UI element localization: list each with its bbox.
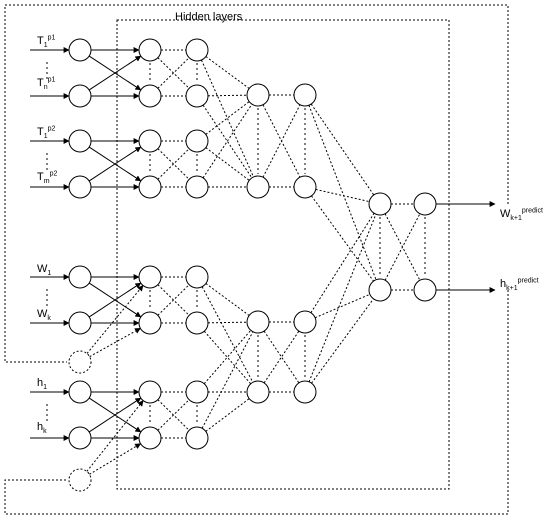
connection (157, 57, 190, 89)
connection (157, 148, 190, 180)
hidden-node (185, 426, 209, 450)
connection (315, 188, 370, 203)
connection (88, 146, 142, 182)
input-label-w1: W1 (37, 263, 52, 278)
feedback-node (68, 468, 92, 492)
connection (202, 104, 253, 179)
input-node (68, 84, 92, 108)
connection (207, 94, 248, 97)
connection (201, 331, 254, 429)
input-node (68, 129, 92, 153)
hidden-node (138, 265, 162, 289)
connection (310, 213, 375, 313)
input-node (68, 265, 92, 289)
input-node (68, 426, 92, 450)
hidden-node (138, 84, 162, 108)
connection (308, 105, 377, 280)
feedback-loop-top (4, 4, 509, 363)
output-node (413, 278, 437, 302)
connection (310, 103, 375, 196)
input-label-wk: Wk (37, 308, 51, 323)
input-label-h1: h1 (37, 377, 48, 392)
hidden-node (293, 310, 317, 334)
connection (88, 397, 142, 433)
connection (203, 330, 252, 385)
connection (205, 101, 250, 135)
connection (314, 293, 371, 319)
hidden-node (185, 129, 209, 153)
hidden-node (293, 175, 317, 199)
connection (201, 59, 254, 178)
connection (205, 283, 250, 316)
input-label-tn-p1: Tnp1 (37, 76, 56, 92)
input-label-t1-p1: T1p1 (37, 34, 56, 50)
connection (88, 55, 142, 91)
connection (384, 213, 421, 281)
input-node (68, 311, 92, 335)
hidden-node (246, 175, 270, 199)
connection (205, 147, 250, 181)
connection (203, 329, 252, 385)
hidden-node (185, 38, 209, 62)
connection (205, 398, 250, 432)
connection (311, 298, 374, 384)
hidden-node (185, 380, 209, 404)
hidden-node (138, 129, 162, 153)
hidden-layers-title: Hidden layers (175, 11, 243, 23)
hidden-node (185, 175, 209, 199)
hidden-node (293, 83, 317, 107)
hidden-node (185, 84, 209, 108)
feedback-loop-bottom (4, 290, 509, 515)
connection (88, 282, 142, 318)
input-label-t1-p2: T1p2 (37, 125, 56, 141)
hidden-node (138, 38, 162, 62)
output-label-h: hk+1predict (500, 277, 539, 293)
feedback-node (68, 350, 92, 374)
hidden-node (293, 380, 317, 404)
input-node (68, 38, 92, 62)
output-label-w: Wk+1predict (500, 207, 543, 223)
connection (86, 400, 144, 472)
hidden-node (138, 380, 162, 404)
connection (202, 103, 253, 179)
hidden-node (138, 311, 162, 335)
hidden-node (246, 83, 270, 107)
connection (262, 104, 301, 178)
hidden-layers-box (116, 19, 450, 490)
input-node (68, 380, 92, 404)
hidden-node (368, 192, 392, 216)
hidden-node (246, 380, 270, 404)
hidden-node (138, 175, 162, 199)
connection (201, 286, 254, 383)
connection (207, 321, 248, 324)
connection (311, 195, 374, 282)
hidden-node (185, 311, 209, 335)
connection (86, 285, 144, 354)
output-node (413, 192, 437, 216)
connection (89, 443, 142, 475)
hidden-node (185, 265, 209, 289)
hidden-node (138, 426, 162, 450)
connection (157, 284, 190, 316)
connection (89, 327, 141, 358)
connection (205, 56, 250, 89)
input-label-tm-p2: Tmp2 (37, 170, 58, 186)
hidden-node (368, 278, 392, 302)
input-node (68, 175, 92, 199)
input-label-hk: hk (37, 421, 47, 436)
hidden-node (246, 310, 270, 334)
connection (157, 399, 190, 431)
connection (308, 214, 377, 382)
